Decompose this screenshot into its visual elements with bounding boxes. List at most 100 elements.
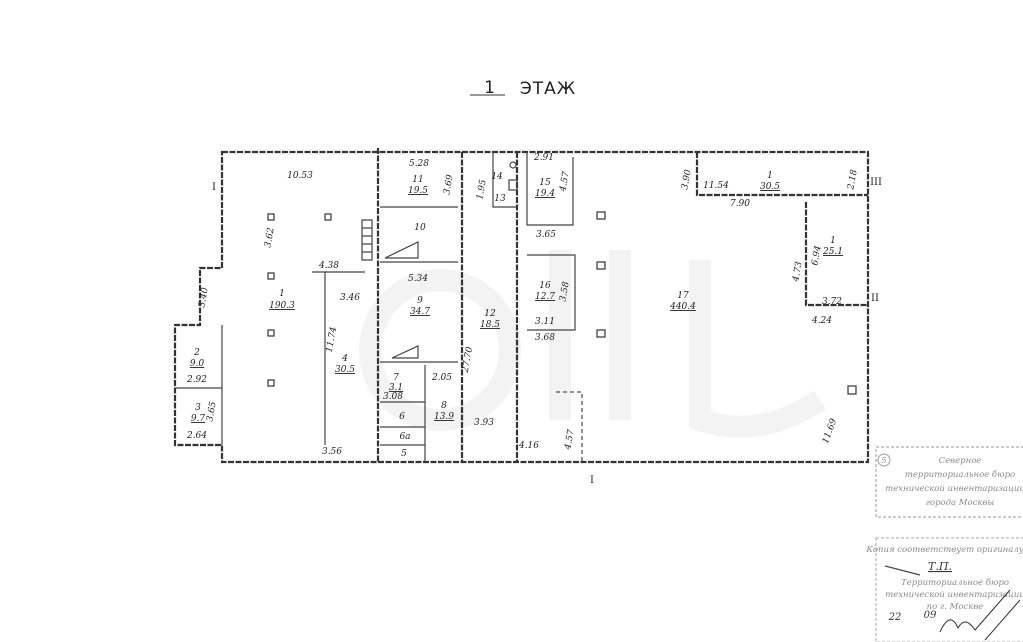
room-number: 8 [441,401,447,411]
dimension-labels-part: 4.38 [318,261,339,271]
room-number: 16 [539,281,551,291]
room-area: 18.5 [480,320,500,330]
columns-part [596,211,606,220]
room-area: 34.7 [410,307,430,317]
dimension-labels-part: 3.56 [322,447,342,457]
room-area: 9.7 [191,414,206,424]
certification-stamp: Копия соответствует оригиналу Т.П. Терри… [865,537,1023,642]
room-area: 440.4 [669,302,696,312]
room-labels: 1 190.3 2 9.0 3 9.7 4 30.5 5 6 6а 7 3.1 … [190,171,843,459]
dimension-labels-part: 10.53 [287,171,313,181]
room-number: 13 [494,194,506,204]
dimension-labels-part: 2.92 [186,375,207,385]
dimension-labels-part: 3.68 [535,333,555,343]
room-number: 12 [484,309,496,319]
interior-walls-part [526,152,574,226]
interior-walls-part [695,152,868,197]
interior-walls-part [527,254,576,331]
dimension-labels-part: 5.34 [408,274,428,284]
room-area: 19.5 [408,186,428,196]
dimension-labels-part: 4.16 [518,441,539,451]
dimension-labels-part: 27.70 [461,346,476,374]
watermark [359,250,827,438]
floor-title: 1 ЭТАЖ [470,78,576,99]
room-number: 14 [491,172,503,182]
bti-stamp-part [875,446,1023,518]
room-area: 3.1 [389,383,403,393]
room-area: 30.5 [335,365,355,375]
dimension-labels-part: 11.69 [821,417,839,445]
room-number: 7 [393,373,399,383]
outer-walls-part [173,150,870,464]
axis-markers: I III II I [212,177,882,486]
watermark-part [359,269,521,431]
room-area: 25.1 [822,247,843,257]
dimension-labels-part: 3.40 [197,287,210,309]
room-number: 15 [539,178,551,188]
dimension-labels-part: 3.72 [822,297,842,307]
room-area: 9.0 [190,359,205,369]
dimension-labels-part: 6.94 [810,245,823,267]
dimension-labels-part: 2.18 [846,169,860,192]
room-number: 3 [195,403,201,413]
room-number: 5 [401,449,407,459]
dimension-labels-part: 7.90 [730,199,750,209]
interior-walls [175,148,868,462]
room-number: 10 [414,223,426,233]
columns-part [267,379,275,387]
dimension-labels-part: 3.58 [558,281,571,303]
certification-stamp-part: 09 [924,610,937,621]
columns-part [267,213,275,221]
room-number: 11 [412,175,423,185]
room-area: 30.5 [760,182,780,192]
dimension-labels-part: 11.54 [703,181,729,191]
columns-part [267,272,275,280]
columns-part [596,261,606,270]
dimension-labels-part: 3.46 [340,293,360,303]
dimension-labels-part: 2.05 [431,373,452,383]
dimension-labels-part: 3.65 [536,230,556,240]
room-area: 19.4 [535,189,555,199]
dimension-labels-part: 1.95 [475,179,488,201]
watermark-part [549,250,827,438]
interior-walls-part [361,219,373,261]
dimension-labels-part: 3.62 [263,227,276,249]
axis-markers-part: I [212,182,216,193]
dimension-labels-part: 11.74 [325,326,339,353]
axis-markers-part: I [590,475,594,486]
certification-stamp-part: Территориальное бюро [901,577,1009,588]
interior-walls-part [508,179,518,191]
certification-stamp-part: технической инвентаризации [885,590,1023,600]
room-number: 2 [193,348,200,358]
axis-markers-part: II [871,293,879,304]
floor-title-part: ЭТАЖ [520,79,576,99]
interior-walls-part [804,202,868,307]
dimension-labels-part: 3.65 [205,401,218,423]
dimension-labels-part: 3.90 [680,169,693,191]
interior-walls-part [391,345,419,359]
interior-walls-part [492,152,517,208]
certification-stamp-part: 22 [888,612,902,623]
dimension-labels-part: 3.69 [442,174,455,196]
outer-walls [173,150,870,464]
dimension-labels-part: 2.64 [186,431,207,441]
bti-stamp-part: 5 [881,456,886,466]
axis-markers-part: III [870,177,882,188]
dimension-labels-part: 3.11 [535,317,555,327]
room-number: 6 [399,412,405,422]
room-number: 1 [830,236,836,246]
dimension-labels-part: 4.24 [811,316,832,326]
room-number: 17 [677,291,689,301]
dimension-labels: 10.53 3.62 4.38 3.46 11.74 3.56 3.40 2.9… [186,153,860,457]
dimension-labels-part: 4.73 [791,261,805,284]
bti-stamp-part [877,453,891,467]
columns [267,211,857,395]
room-number: 9 [417,296,423,306]
bti-stamp-part: технической инвентаризации [885,484,1023,494]
room-number: 1 [279,289,285,299]
certification-stamp-part: по г. Москве [927,602,984,612]
certification-stamp-part [884,565,921,576]
dimension-labels-part: 2.91 [533,153,554,163]
dimension-labels-part: 3.93 [474,418,494,428]
bti-stamp-part: территориальное бюро [905,469,1015,480]
